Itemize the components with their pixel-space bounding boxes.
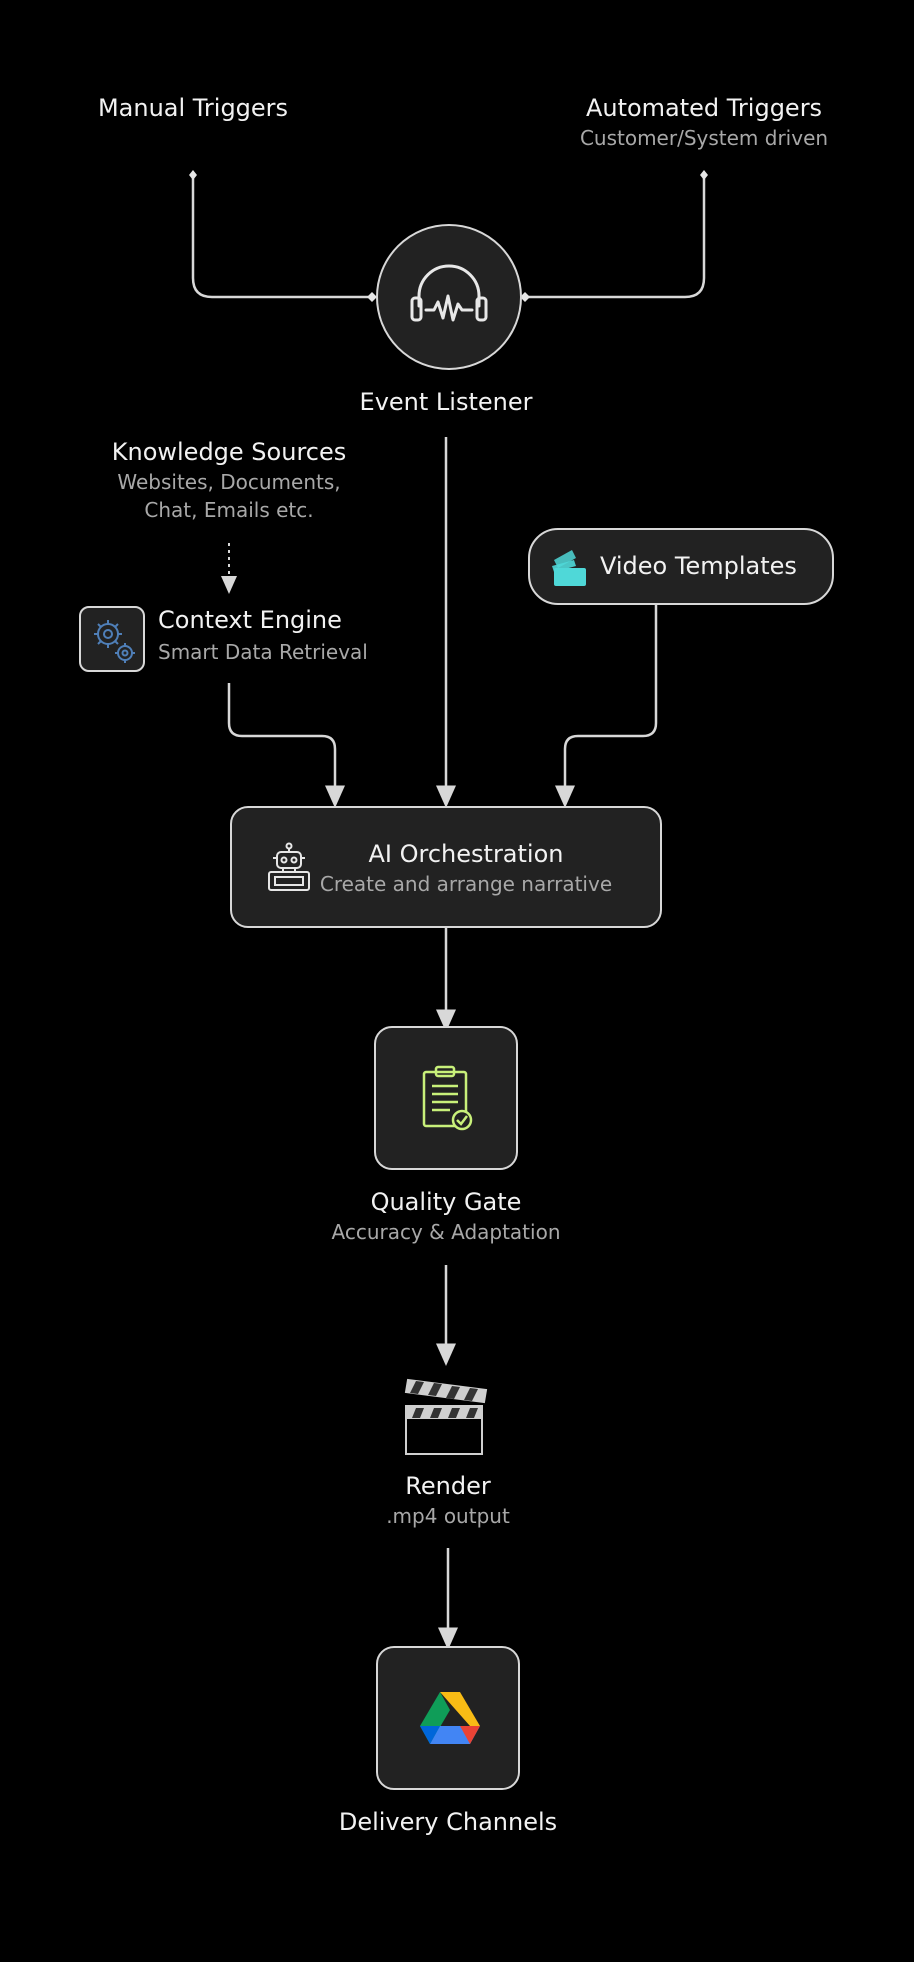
context-engine-title: Context Engine xyxy=(158,606,342,634)
quality-gate-node xyxy=(374,1026,518,1170)
templates-to-orchestration-connector xyxy=(555,605,658,808)
context-to-orchestration-connector xyxy=(227,683,345,808)
context-engine-subtitle: Smart Data Retrieval xyxy=(158,640,368,664)
video-templates-node: Video Templates xyxy=(528,528,834,605)
event-listener-title: Event Listener xyxy=(359,388,533,416)
ai-orchestration-subtitle: Create and arrange narrative xyxy=(319,872,613,896)
render-subtitle: .mp4 output xyxy=(386,1504,510,1528)
render-title: Render xyxy=(405,1472,491,1500)
google-drive-icon xyxy=(420,1692,480,1744)
clipboard-check-icon xyxy=(422,1065,473,1131)
quality-gate-title: Quality Gate xyxy=(370,1188,522,1216)
quality-gate-subtitle: Accuracy & Adaptation xyxy=(331,1220,561,1244)
automated-triggers-title: Automated Triggers xyxy=(585,94,823,122)
clapperboard-icon xyxy=(404,1378,488,1455)
ai-orchestration-title: AI Orchestration xyxy=(368,840,564,868)
gears-icon xyxy=(94,620,135,663)
knowledge-sources-line1: Websites, Documents, xyxy=(117,470,341,494)
automated-trigger-connector xyxy=(525,175,706,299)
automated-triggers-subtitle: Customer/System driven xyxy=(579,126,829,150)
knowledge-sources-title: Knowledge Sources xyxy=(111,438,347,466)
context-engine-node xyxy=(79,606,145,672)
headphones-waveform-icon xyxy=(410,264,488,322)
knowledge-sources-line2: Chat, Emails etc. xyxy=(144,498,314,522)
event-listener-node xyxy=(376,224,522,370)
robot-icon xyxy=(268,842,310,891)
manual-trigger-connector xyxy=(191,175,372,299)
manual-triggers-title: Manual Triggers xyxy=(97,94,289,122)
delivery-channels-title: Delivery Channels xyxy=(338,1808,558,1836)
delivery-channels-node xyxy=(376,1646,520,1790)
video-templates-title: Video Templates xyxy=(600,552,797,580)
stacked-cards-icon xyxy=(552,550,586,586)
ai-orchestration-node: AI Orchestration Create and arrange narr… xyxy=(230,806,662,928)
